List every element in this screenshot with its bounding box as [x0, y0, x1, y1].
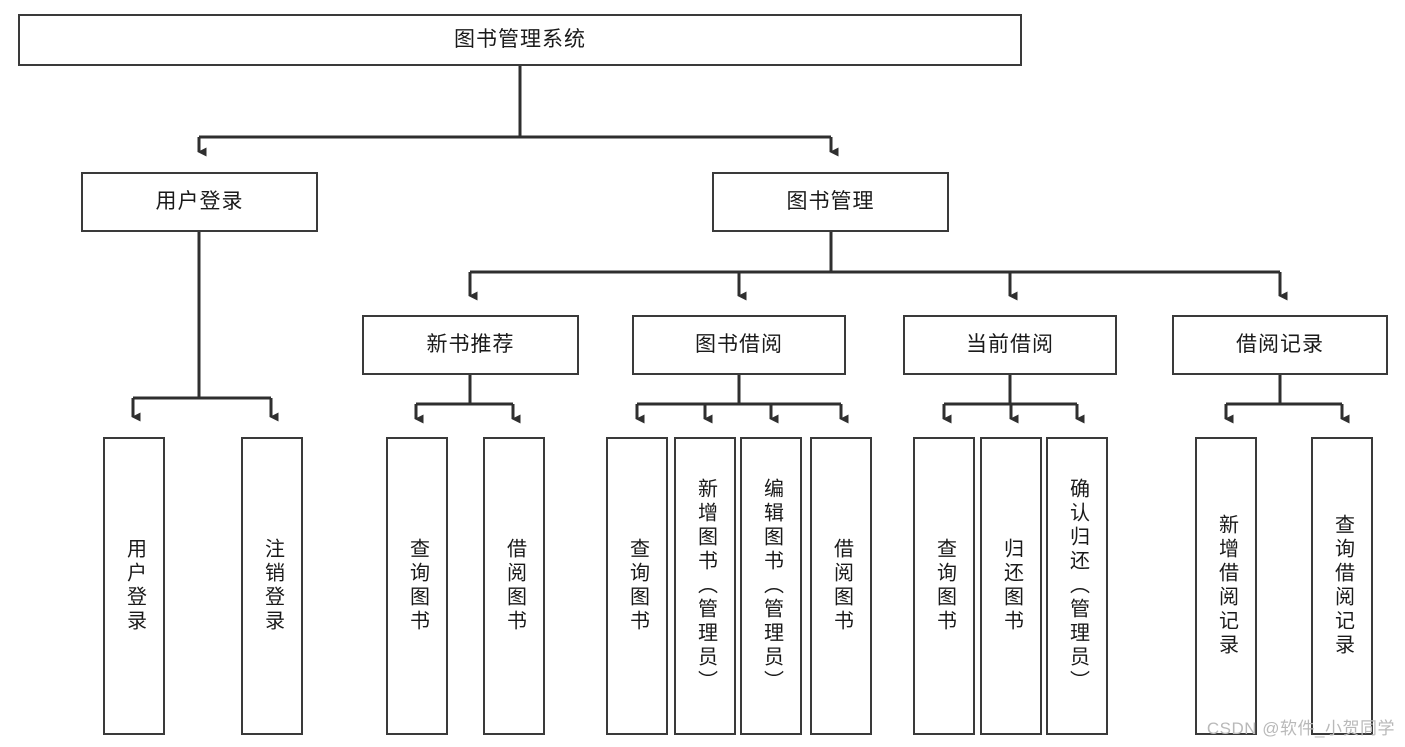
node-book-manage[interactable]: 图书管理 [712, 172, 949, 232]
node-new-book-recommend[interactable]: 新书推荐 [362, 315, 579, 375]
node-current-borrow-label: 当前借阅 [966, 333, 1054, 357]
node-current-borrow[interactable]: 当前借阅 [903, 315, 1117, 375]
node-root[interactable]: 图书管理系统 [18, 14, 1022, 66]
node-leaf-query-book-1[interactable]: 查询图书 [386, 437, 448, 735]
node-book-borrow[interactable]: 图书借阅 [632, 315, 846, 375]
node-leaf-add-record-label: 新增借阅记录 [1215, 514, 1238, 658]
node-user-login[interactable]: 用户登录 [81, 172, 318, 232]
node-leaf-borrow-book-2[interactable]: 借阅图书 [810, 437, 872, 735]
node-leaf-edit-book[interactable]: 编辑图书（管理员） [740, 437, 802, 735]
node-leaf-return-book[interactable]: 归还图书 [980, 437, 1042, 735]
node-leaf-return-book-label: 归还图书 [1000, 538, 1023, 634]
node-new-book-recommend-label: 新书推荐 [426, 333, 515, 357]
node-leaf-borrow-book-2-label: 借阅图书 [830, 538, 853, 634]
node-leaf-logout[interactable]: 注销登录 [241, 437, 303, 735]
node-leaf-query-book-2[interactable]: 查询图书 [606, 437, 668, 735]
node-leaf-query-record-label: 查询借阅记录 [1331, 514, 1354, 658]
node-leaf-add-book[interactable]: 新增图书（管理员） [674, 437, 736, 735]
node-leaf-query-book-3[interactable]: 查询图书 [913, 437, 975, 735]
node-leaf-add-book-label: 新增图书（管理员） [694, 478, 717, 694]
node-leaf-user-login-label: 用户登录 [123, 538, 146, 634]
node-borrow-record-label: 借阅记录 [1236, 333, 1324, 357]
node-leaf-confirm-return-label: 确认归还（管理员） [1066, 478, 1089, 694]
node-book-manage-label: 图书管理 [786, 190, 875, 214]
node-leaf-query-book-1-label: 查询图书 [406, 538, 429, 634]
node-leaf-edit-book-label: 编辑图书（管理员） [760, 478, 783, 694]
csdn-watermark: CSDN @软件_小贺同学 [1206, 719, 1395, 738]
node-user-login-label: 用户登录 [155, 190, 244, 214]
node-book-borrow-label: 图书借阅 [695, 333, 783, 357]
node-leaf-query-book-2-label: 查询图书 [626, 538, 649, 634]
node-leaf-logout-label: 注销登录 [261, 538, 284, 634]
node-borrow-record[interactable]: 借阅记录 [1172, 315, 1388, 375]
node-leaf-user-login[interactable]: 用户登录 [103, 437, 165, 735]
node-leaf-query-record[interactable]: 查询借阅记录 [1311, 437, 1373, 735]
node-leaf-query-book-3-label: 查询图书 [933, 538, 956, 634]
node-leaf-borrow-book-1-label: 借阅图书 [503, 538, 526, 634]
node-leaf-borrow-book-1[interactable]: 借阅图书 [483, 437, 545, 735]
node-leaf-add-record[interactable]: 新增借阅记录 [1195, 437, 1257, 735]
node-leaf-confirm-return[interactable]: 确认归还（管理员） [1046, 437, 1108, 735]
node-root-label: 图书管理系统 [454, 28, 586, 52]
